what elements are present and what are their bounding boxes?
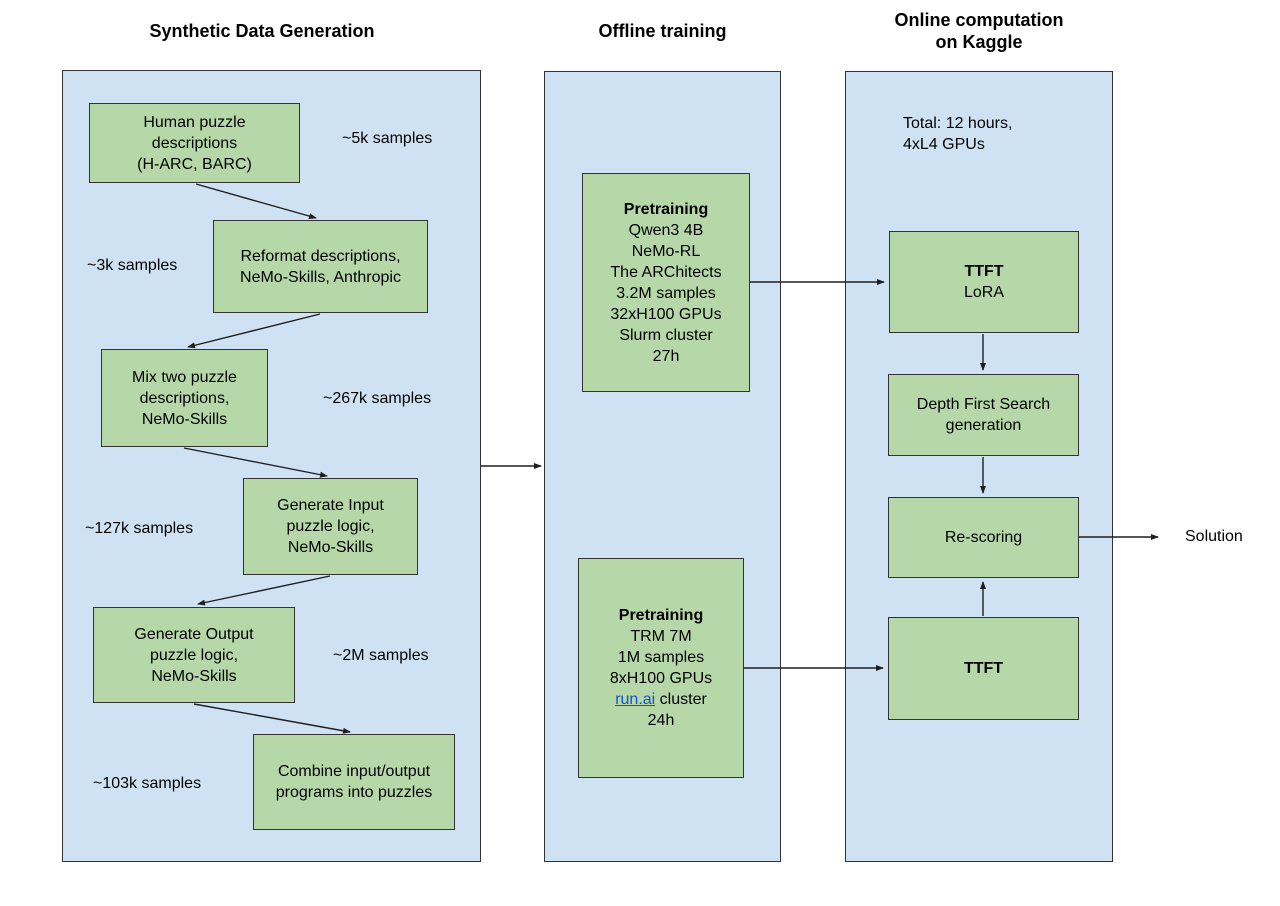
panel-synthetic-data-generation xyxy=(62,70,481,862)
node-text: Qwen3 4B NeMo-RL The ARChitects 3.2M sam… xyxy=(610,221,722,365)
node-ttft-lora: TTFT LoRA xyxy=(889,231,1079,333)
label-total-compute-note: Total: 12 hours, 4xL4 GPUs xyxy=(903,115,1013,153)
label-127k-samples: ~127k samples xyxy=(85,520,194,537)
node-ttft: TTFT xyxy=(888,617,1079,720)
node-text: Combine input/output programs into puzzl… xyxy=(275,763,433,801)
node-generate-output-puzzle-logic: Generate Output puzzle logic, NeMo-Skill… xyxy=(93,607,295,703)
column-title-synthetic-data-generation: Synthetic Data Generation xyxy=(149,21,375,41)
run-ai-link-suffix: cluster xyxy=(655,691,707,708)
arrow-mix-to-generate-input xyxy=(183,447,328,478)
node-heading: Pretraining xyxy=(618,607,704,624)
arrow-reformat-to-mix xyxy=(187,313,321,349)
node-heading: TTFT xyxy=(964,263,1004,280)
node-combine-input-output: Combine input/output programs into puzzl… xyxy=(253,734,455,830)
label-2m-samples: ~2M samples xyxy=(333,647,429,664)
node-reformat-descriptions: Reformat descriptions, NeMo-Skills, Anth… xyxy=(213,220,428,313)
column-title-offline-training: Offline training xyxy=(598,21,727,41)
node-text: Generate Input puzzle logic, NeMo-Skills xyxy=(277,497,384,556)
label-solution: Solution xyxy=(1185,528,1243,545)
run-ai-link[interactable]: run.ai xyxy=(615,691,656,708)
node-text: LoRA xyxy=(963,284,1005,301)
node-heading: TTFT xyxy=(963,660,1004,677)
node-pretraining-qwen: Pretraining Qwen3 4B NeMo-RL The ARChite… xyxy=(582,173,750,392)
node-rescoring: Re-scoring xyxy=(888,497,1079,578)
label-103k-samples: ~103k samples xyxy=(93,775,202,792)
node-pretraining-trm: Pretraining TRM 7M 1M samples 8xH100 GPU… xyxy=(578,558,744,778)
node-mix-two-puzzle-descriptions: Mix two puzzle descriptions, NeMo-Skills xyxy=(101,349,268,447)
node-text: Generate Output puzzle logic, NeMo-Skill… xyxy=(134,625,254,685)
node-text: Depth First Search generation xyxy=(916,396,1051,434)
node-text: Human puzzle descriptions (H-ARC, BARC) xyxy=(137,113,252,173)
label-5k-samples: ~5k samples xyxy=(342,130,433,147)
arrow-generate-output-to-combine xyxy=(193,703,351,734)
node-generate-input-puzzle-logic: Generate Input puzzle logic, NeMo-Skills xyxy=(243,478,418,575)
node-heading: Pretraining xyxy=(623,200,709,218)
node-text: Reformat descriptions, NeMo-Skills, Anth… xyxy=(240,247,401,286)
label-267k-samples: ~267k samples xyxy=(323,390,432,407)
run-ai-cluster-line: run.ai cluster xyxy=(615,689,707,710)
arrow-human-to-reformat xyxy=(195,183,317,219)
node-human-puzzle-descriptions: Human puzzle descriptions (H-ARC, BARC) xyxy=(89,103,300,183)
node-text: Re-scoring xyxy=(944,529,1023,546)
node-last-line: 24h xyxy=(647,712,675,729)
column-title-online-computation: Online computation on Kaggle xyxy=(894,10,1064,52)
panel-online-computation xyxy=(845,71,1113,862)
arrow-generate-input-to-generate-output xyxy=(197,575,331,606)
label-3k-samples: ~3k samples xyxy=(87,257,178,274)
node-text: Mix two puzzle descriptions, NeMo-Skills xyxy=(132,368,237,428)
node-text: TRM 7M 1M samples 8xH100 GPUs xyxy=(609,628,713,687)
node-depth-first-search-generation: Depth First Search generation xyxy=(888,374,1079,456)
